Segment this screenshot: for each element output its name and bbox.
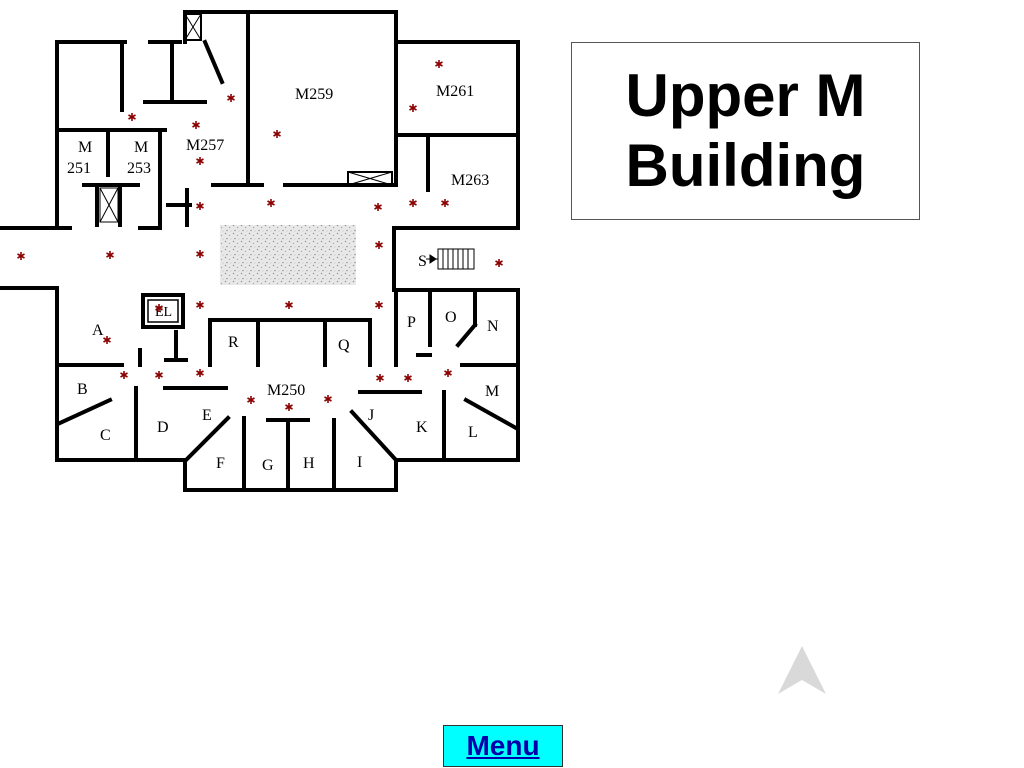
star-marker-icon bbox=[273, 130, 281, 138]
menu-button-label: Menu bbox=[466, 730, 540, 761]
room-label-o: O bbox=[445, 309, 457, 326]
star-marker-icon bbox=[495, 259, 503, 267]
star-marker-icon bbox=[128, 113, 136, 121]
room-label-l: L bbox=[468, 424, 478, 441]
star-marker-icon bbox=[247, 396, 255, 404]
room-label-r: R bbox=[228, 334, 239, 351]
page-title-line1: Upper M bbox=[625, 62, 866, 129]
star-marker-icon bbox=[106, 251, 114, 259]
star-marker-icon bbox=[375, 301, 383, 309]
room-label-h: H bbox=[303, 455, 315, 472]
room-labels: M259 M261 M257 M 251 M 253 M263 M250 S E… bbox=[67, 83, 499, 474]
room-label-m253-line1: M bbox=[134, 139, 148, 156]
star-marker-icon bbox=[441, 199, 449, 207]
room-label-m251-line1: M bbox=[78, 139, 92, 156]
star-marker-icon bbox=[17, 252, 25, 260]
floor-plan-map: M259 M261 M257 M 251 M 253 M263 M250 S E… bbox=[0, 10, 520, 492]
room-label-a: A bbox=[92, 322, 104, 339]
room-label-m259: M259 bbox=[295, 86, 333, 103]
arrow-up-icon[interactable] bbox=[776, 644, 828, 696]
location-markers bbox=[17, 60, 503, 411]
room-label-m261: M261 bbox=[436, 83, 474, 100]
star-marker-icon bbox=[103, 336, 111, 344]
room-label-j: J bbox=[368, 407, 374, 424]
menu-button[interactable]: Menu bbox=[443, 725, 563, 767]
room-label-k: K bbox=[416, 419, 428, 436]
star-marker-icon bbox=[196, 250, 204, 258]
room-label-e: E bbox=[202, 407, 212, 424]
room-label-p: P bbox=[407, 314, 416, 331]
room-label-n: N bbox=[487, 318, 499, 335]
walls bbox=[0, 10, 520, 492]
elevator-icon bbox=[147, 299, 179, 323]
star-marker-icon bbox=[196, 369, 204, 377]
star-marker-icon bbox=[227, 94, 235, 102]
star-marker-icon bbox=[409, 199, 417, 207]
star-marker-icon bbox=[155, 304, 163, 312]
room-label-q: Q bbox=[338, 337, 350, 354]
star-marker-icon bbox=[155, 371, 163, 379]
star-marker-icon bbox=[196, 301, 204, 309]
atrium-area bbox=[220, 225, 356, 285]
room-label-i: I bbox=[357, 454, 362, 471]
room-label-g: G bbox=[262, 457, 274, 474]
star-marker-icon bbox=[409, 104, 417, 112]
star-marker-icon bbox=[324, 395, 332, 403]
title-box: Upper M Building bbox=[571, 42, 920, 220]
room-label-b: B bbox=[77, 381, 88, 398]
star-marker-icon bbox=[376, 374, 384, 382]
room-label-m: M bbox=[485, 383, 499, 400]
room-label-d: D bbox=[157, 419, 169, 436]
star-marker-icon bbox=[285, 403, 293, 411]
star-marker-icon bbox=[196, 157, 204, 165]
star-marker-icon bbox=[196, 202, 204, 210]
room-label-m250: M250 bbox=[267, 382, 305, 399]
room-label-m263: M263 bbox=[451, 172, 489, 189]
star-marker-icon bbox=[285, 301, 293, 309]
room-label-m253-line2: 253 bbox=[127, 160, 151, 177]
star-marker-icon bbox=[374, 203, 382, 211]
star-marker-icon bbox=[375, 241, 383, 249]
star-marker-icon bbox=[192, 121, 200, 129]
star-marker-icon bbox=[444, 369, 452, 377]
star-marker-icon bbox=[404, 374, 412, 382]
star-marker-icon bbox=[267, 199, 275, 207]
room-label-s: S bbox=[418, 253, 427, 270]
page-title-line2: Building bbox=[625, 132, 866, 199]
room-label-f: F bbox=[216, 455, 225, 472]
room-label-m251-line2: 251 bbox=[67, 160, 91, 177]
stairs-icon bbox=[426, 248, 475, 270]
room-label-m257: M257 bbox=[186, 137, 224, 154]
room-label-c: C bbox=[100, 427, 111, 444]
star-marker-icon bbox=[435, 60, 443, 68]
star-marker-icon bbox=[120, 371, 128, 379]
